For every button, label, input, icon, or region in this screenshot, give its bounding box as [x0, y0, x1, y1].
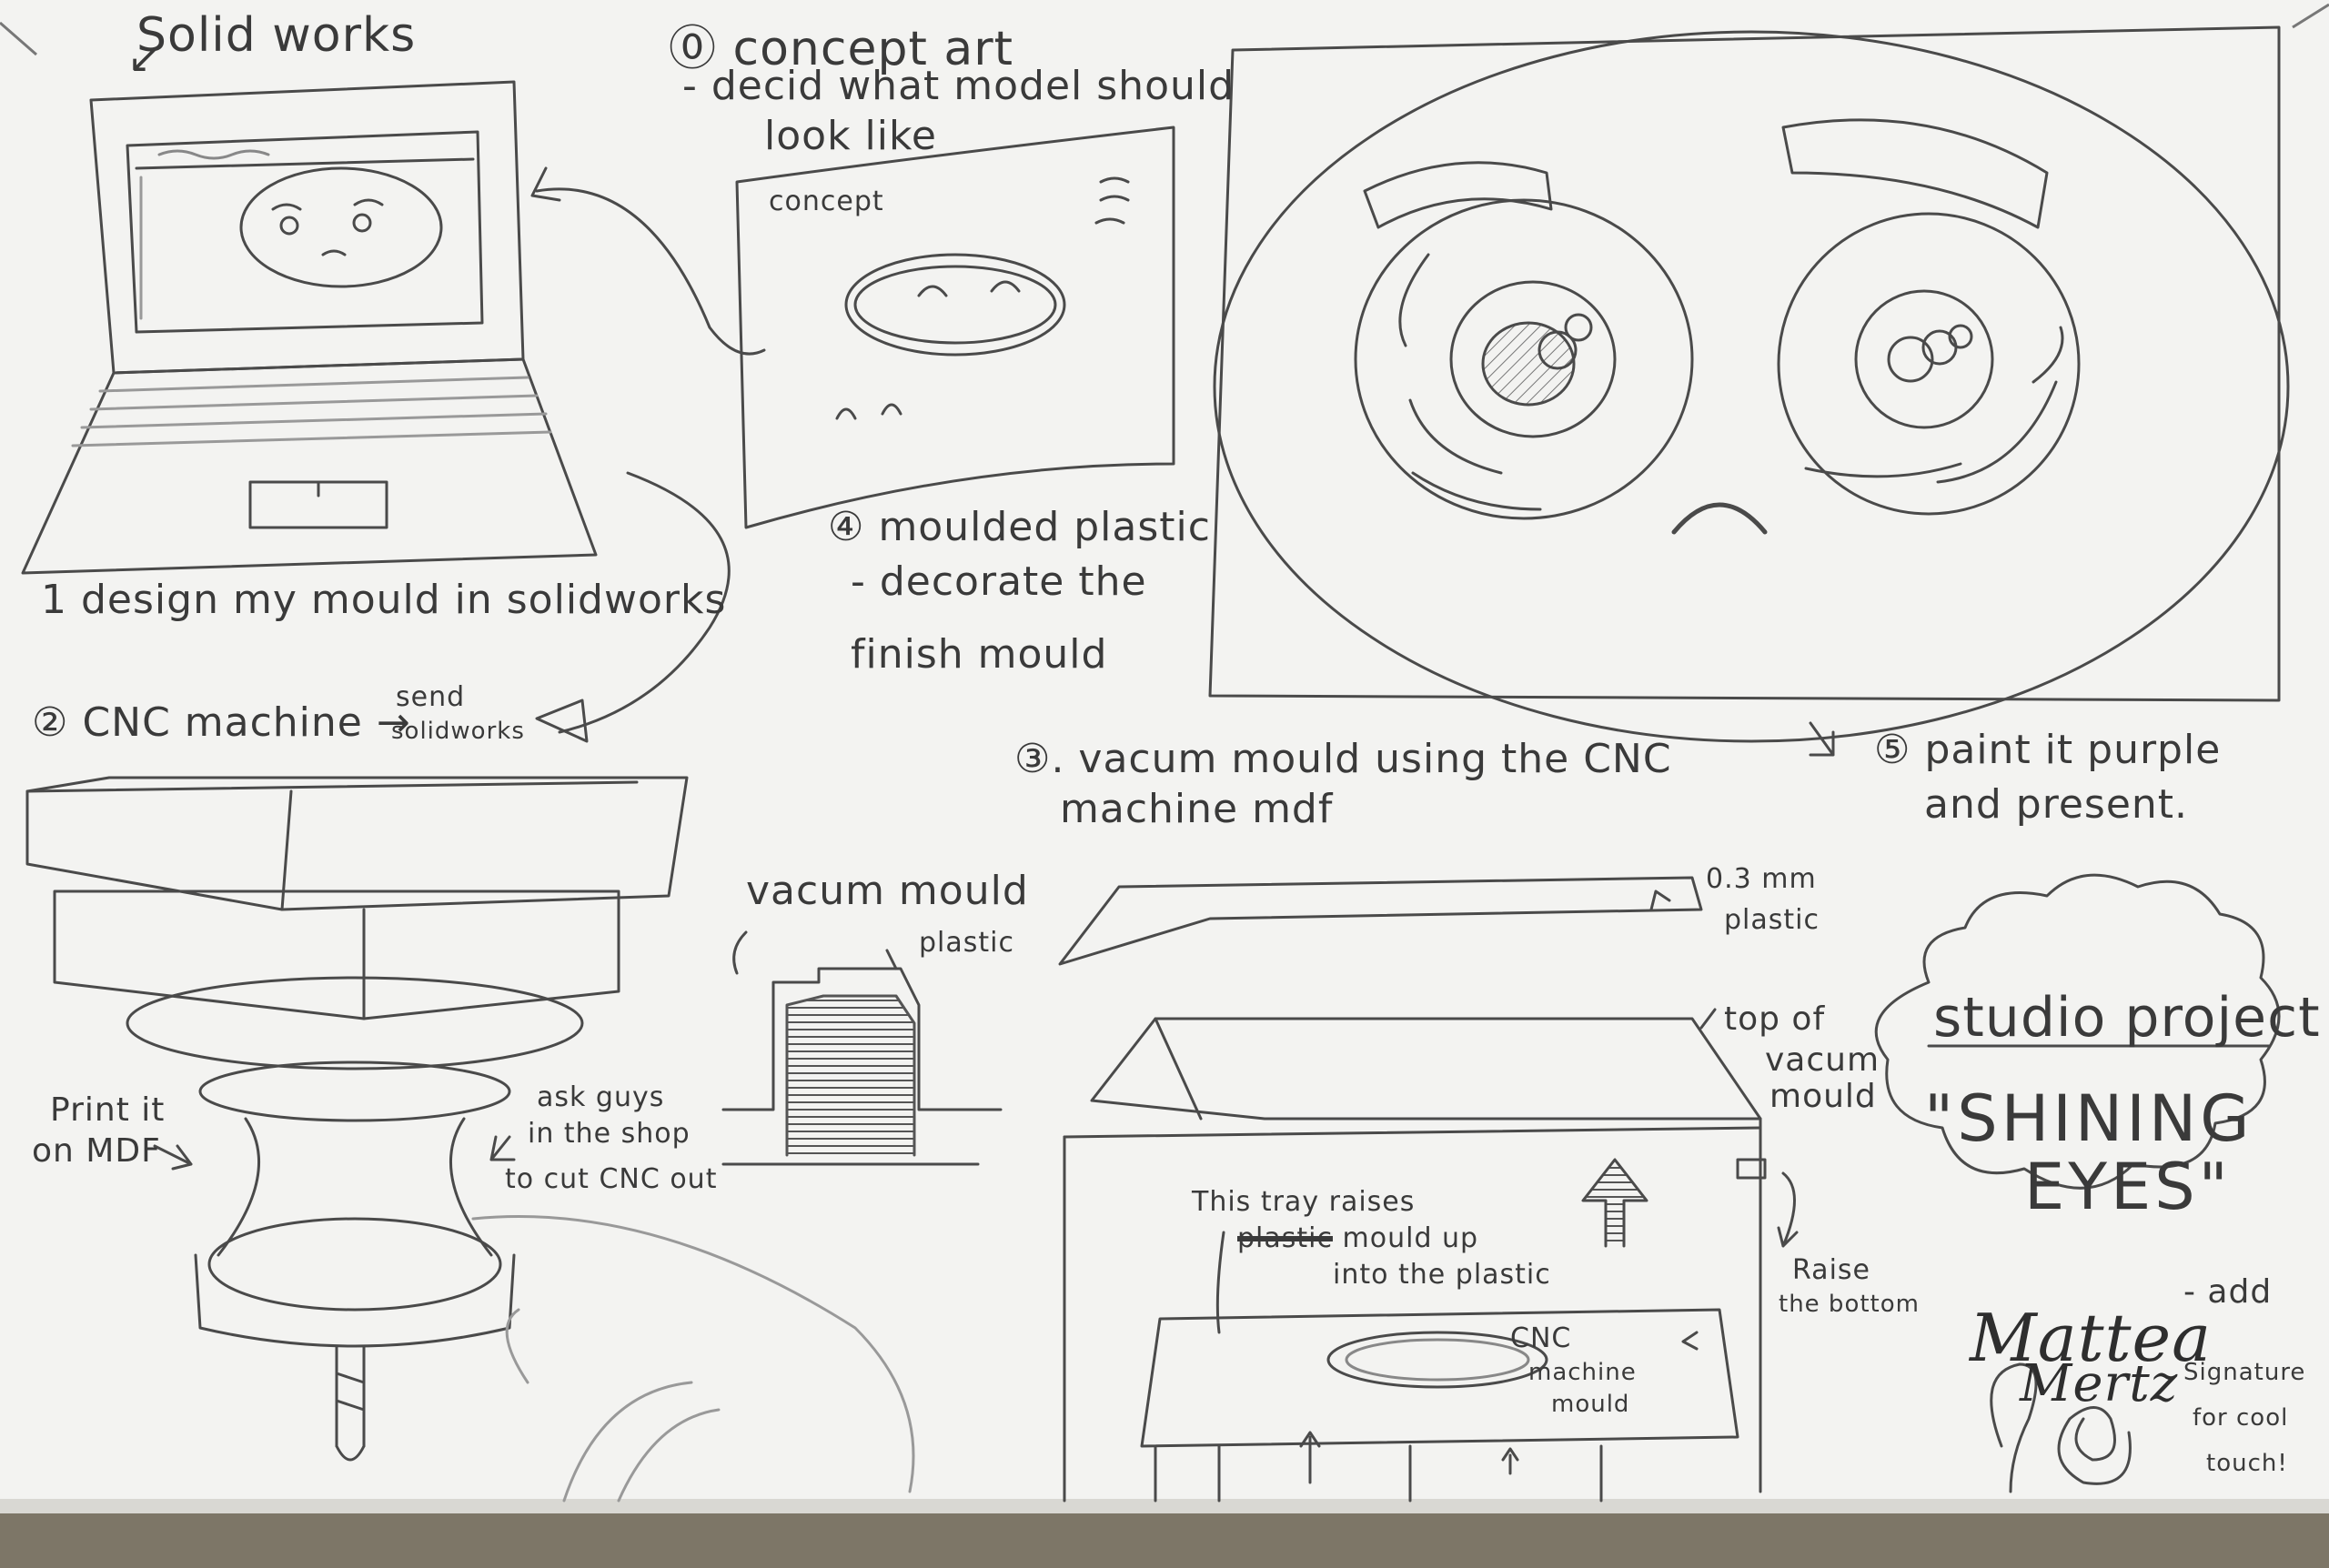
cnc-mould-note-line2: machine	[1528, 1360, 1637, 1387]
laptop-sketch	[23, 82, 596, 573]
step3-title-line2: machine mdf	[1060, 787, 1333, 833]
print-note-line2: on MDF	[32, 1132, 161, 1170]
thickness-label-line2: plastic	[1724, 905, 1820, 937]
add-note-line4: touch!	[2206, 1451, 2288, 1478]
step3-number: ③.	[1014, 736, 1078, 782]
print-note-line1: Print it	[50, 1091, 165, 1129]
project-name-line2: EYES"	[2024, 1151, 2232, 1224]
top-of-mould-line2: vacum	[1765, 1041, 1880, 1079]
raise-note-line2: the bottom	[1779, 1292, 1920, 1319]
top-of-mould-line1: top of	[1724, 1000, 1825, 1038]
step3-title-line1: ③. vacum mould using the CNC	[1014, 737, 1672, 783]
concept-sheet-label: concept	[769, 186, 884, 218]
step5-title-line1: ⑤ paint it purple	[1874, 728, 2221, 774]
paper-bottom-edge	[0, 1499, 2329, 1513]
step5-number: ⑤	[1874, 727, 1924, 773]
floor-strip	[0, 1512, 2329, 1568]
step4-desc-line2: finish mould	[851, 632, 1107, 678]
tray-note-strike: plastic	[1237, 1222, 1333, 1254]
step5-title-line2: and present.	[1924, 782, 2188, 829]
solidworks-header: Solid works	[136, 9, 416, 64]
step0-desc-line1: - decid what model should	[682, 64, 1235, 110]
big-face-sketch	[1210, 27, 2288, 741]
solidworks-arrow: ↙	[127, 36, 162, 83]
plastic-label: plastic	[919, 928, 1014, 960]
ask-note-line2: in the shop	[528, 1119, 691, 1151]
step2-send-line2: solidworks	[391, 719, 525, 746]
step4-number: ④	[828, 504, 878, 550]
ask-note-line1: ask guys	[537, 1082, 664, 1114]
step1-number: 1	[41, 577, 67, 623]
arrow-laptop-to-concept	[537, 189, 764, 354]
add-note-line1: - add	[2183, 1273, 2272, 1311]
thickness-label-line1: 0.3 mm	[1706, 864, 1817, 896]
step2-title: ② CNC machine →	[32, 700, 411, 747]
raise-note-line1: Raise	[1792, 1255, 1870, 1287]
step1-text: 1 design my mould in solidworks	[41, 578, 726, 624]
add-note-line3: for cool	[2193, 1405, 2288, 1432]
top-of-mould-line3: mould	[1769, 1078, 1877, 1115]
signature-last: Mertz	[2020, 1355, 2178, 1413]
step0-desc-line2: look like	[764, 114, 937, 160]
project-name-line1: "SHINING	[1924, 1082, 2253, 1156]
step2-send-line1: send	[396, 682, 465, 714]
step2-number: ②	[32, 699, 82, 746]
add-note-line2: Signature	[2183, 1360, 2305, 1387]
step4-title: ④ moulded plastic	[828, 505, 1211, 551]
ask-note-line3: to cut CNC out	[505, 1164, 717, 1196]
cnc-mould-note-line3: mould	[1551, 1392, 1629, 1419]
vacuum-machine-sketch	[1060, 878, 1797, 1501]
studio-project-title: studio project 1	[1933, 987, 2329, 1050]
step4-desc-line1: - decorate the	[851, 559, 1147, 606]
tray-note-line3: into the plastic	[1333, 1260, 1551, 1292]
vacuum-mould-diagram	[723, 932, 1001, 1164]
tray-note-line2: plastic mould up	[1237, 1223, 1478, 1255]
vacum-mould-label: vacum mould	[746, 869, 1029, 915]
tray-note-line1: This tray raises	[1192, 1187, 1415, 1219]
cnc-mould-note-line1: CNC	[1510, 1323, 1571, 1355]
